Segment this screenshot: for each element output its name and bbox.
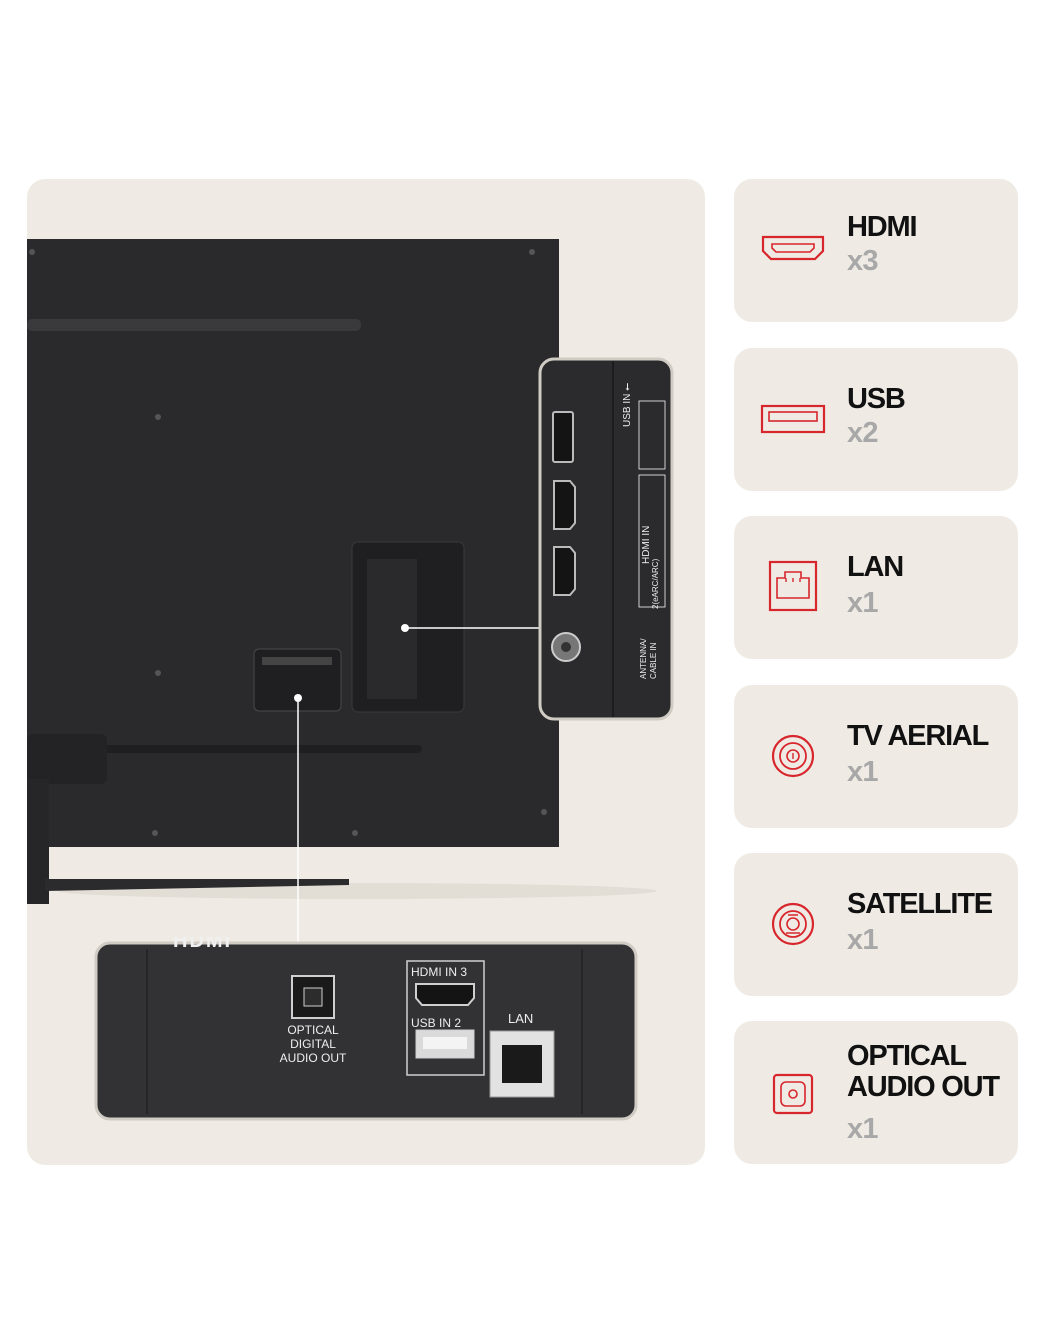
spec-count: x1 [847,587,878,619]
antenna-label-line2: CABLE IN [649,642,658,679]
lan-port-label: LAN [508,1011,534,1026]
spec-count: x1 [847,1113,878,1145]
spec-count: x1 [847,756,878,788]
hdmi-logo: HDMI [173,937,233,951]
spec-title: USB [847,383,906,415]
spec-title: SATELLITE [847,888,993,920]
spec-title: LAN [847,551,904,583]
optical-label-line3: AUDIO OUT [279,1051,347,1065]
tv-aerial-icon [771,734,815,778]
rear-ports-callout [94,941,638,1121]
usb-in-label: USB IN ⭠ [622,382,633,427]
hdmi-in-3-label: HDMI IN 3 [411,965,468,979]
spec-card-tv-aerial: TV AERIAL x1 [734,685,1018,828]
satellite-icon [771,902,815,946]
lan-icon [768,560,818,612]
optical-label-line1: OPTICAL [287,1023,339,1037]
spec-count: x1 [847,924,878,956]
optical-port-label: OPTICAL DIGITAL AUDIO OUT [263,1023,363,1065]
hdmi-arc-label: 2(eARC/ARC) [651,558,660,609]
spec-card-satellite: SATELLITE x1 [734,853,1018,996]
spec-title: HDMI [847,211,918,243]
spec-card-hdmi: HDMI x3 [734,179,1018,322]
spec-card-usb: USB x2 [734,348,1018,491]
spec-card-lan: LAN x1 [734,516,1018,659]
spec-count: x2 [847,417,878,449]
spec-card-optical-audio-out: OPTICAL AUDIO OUT x1 [734,1021,1018,1164]
tv-rear-illustration [27,239,674,1121]
optical-audio-icon [772,1073,814,1115]
tv-rear-panel: USB IN ⭠ HDMI IN 2(eARC/ARC) ANTENNA/ CA… [27,179,705,1165]
side-ports-callout [538,357,674,721]
antenna-label-line1: ANTENNA/ [639,638,648,679]
usb-in-2-label: USB IN 2 [411,1016,462,1030]
spec-title: OPTICAL AUDIO OUT [847,1040,1000,1103]
hdmi-icon [761,235,825,261]
spec-count: x3 [847,245,878,277]
spec-title: TV AERIAL [847,720,989,752]
usb-icon [760,404,826,434]
optical-label-line2: DIGITAL [290,1037,336,1051]
